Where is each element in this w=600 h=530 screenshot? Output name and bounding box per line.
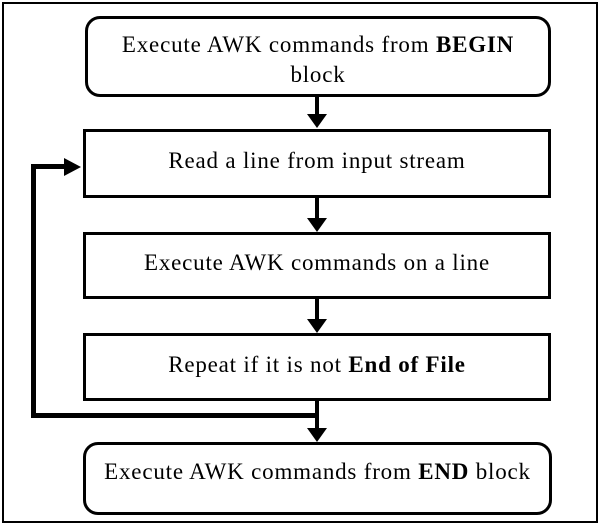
node-begin-text-line2: block (290, 62, 346, 87)
node-end-block: Execute AWK commands from END block (83, 442, 552, 515)
arrow-read-to-execute-head-icon (307, 218, 327, 232)
node-repeat-eof-text: Repeat if it is not (168, 352, 349, 377)
arrow-read-to-execute-stem (315, 196, 319, 220)
node-read-line-text: Read a line from input stream (168, 148, 466, 173)
arrow-execute-to-repeat-head-icon (307, 319, 327, 333)
loopback-top-segment (31, 164, 64, 169)
node-repeat-eof: Repeat if it is not End of File (83, 333, 551, 401)
node-execute-line-text: Execute AWK commands on a line (144, 250, 490, 275)
loopback-bottom-segment (31, 413, 319, 418)
outer-border (2, 2, 598, 523)
arrow-begin-to-read-head-icon (307, 114, 327, 128)
node-end-text: Execute AWK commands from (104, 459, 419, 484)
loopback-vertical-segment (31, 164, 36, 418)
node-end-bold-text: END (418, 459, 470, 484)
node-end-text-after: block (469, 459, 531, 484)
arrow-begin-to-read-stem (315, 95, 319, 116)
arrow-execute-to-repeat-stem (315, 297, 319, 321)
node-begin-text: Execute AWK commands from (121, 32, 436, 57)
arrow-repeat-to-end-head-icon (307, 428, 327, 442)
node-repeat-eof-bold-text: End of File (348, 352, 466, 377)
loopback-arrow-head-icon (64, 158, 81, 176)
node-execute-line: Execute AWK commands on a line (83, 232, 551, 299)
node-begin-bold-text: BEGIN (435, 32, 515, 57)
node-begin-block: Execute AWK commands from BEGIN block (85, 16, 551, 97)
node-read-line: Read a line from input stream (83, 129, 551, 198)
